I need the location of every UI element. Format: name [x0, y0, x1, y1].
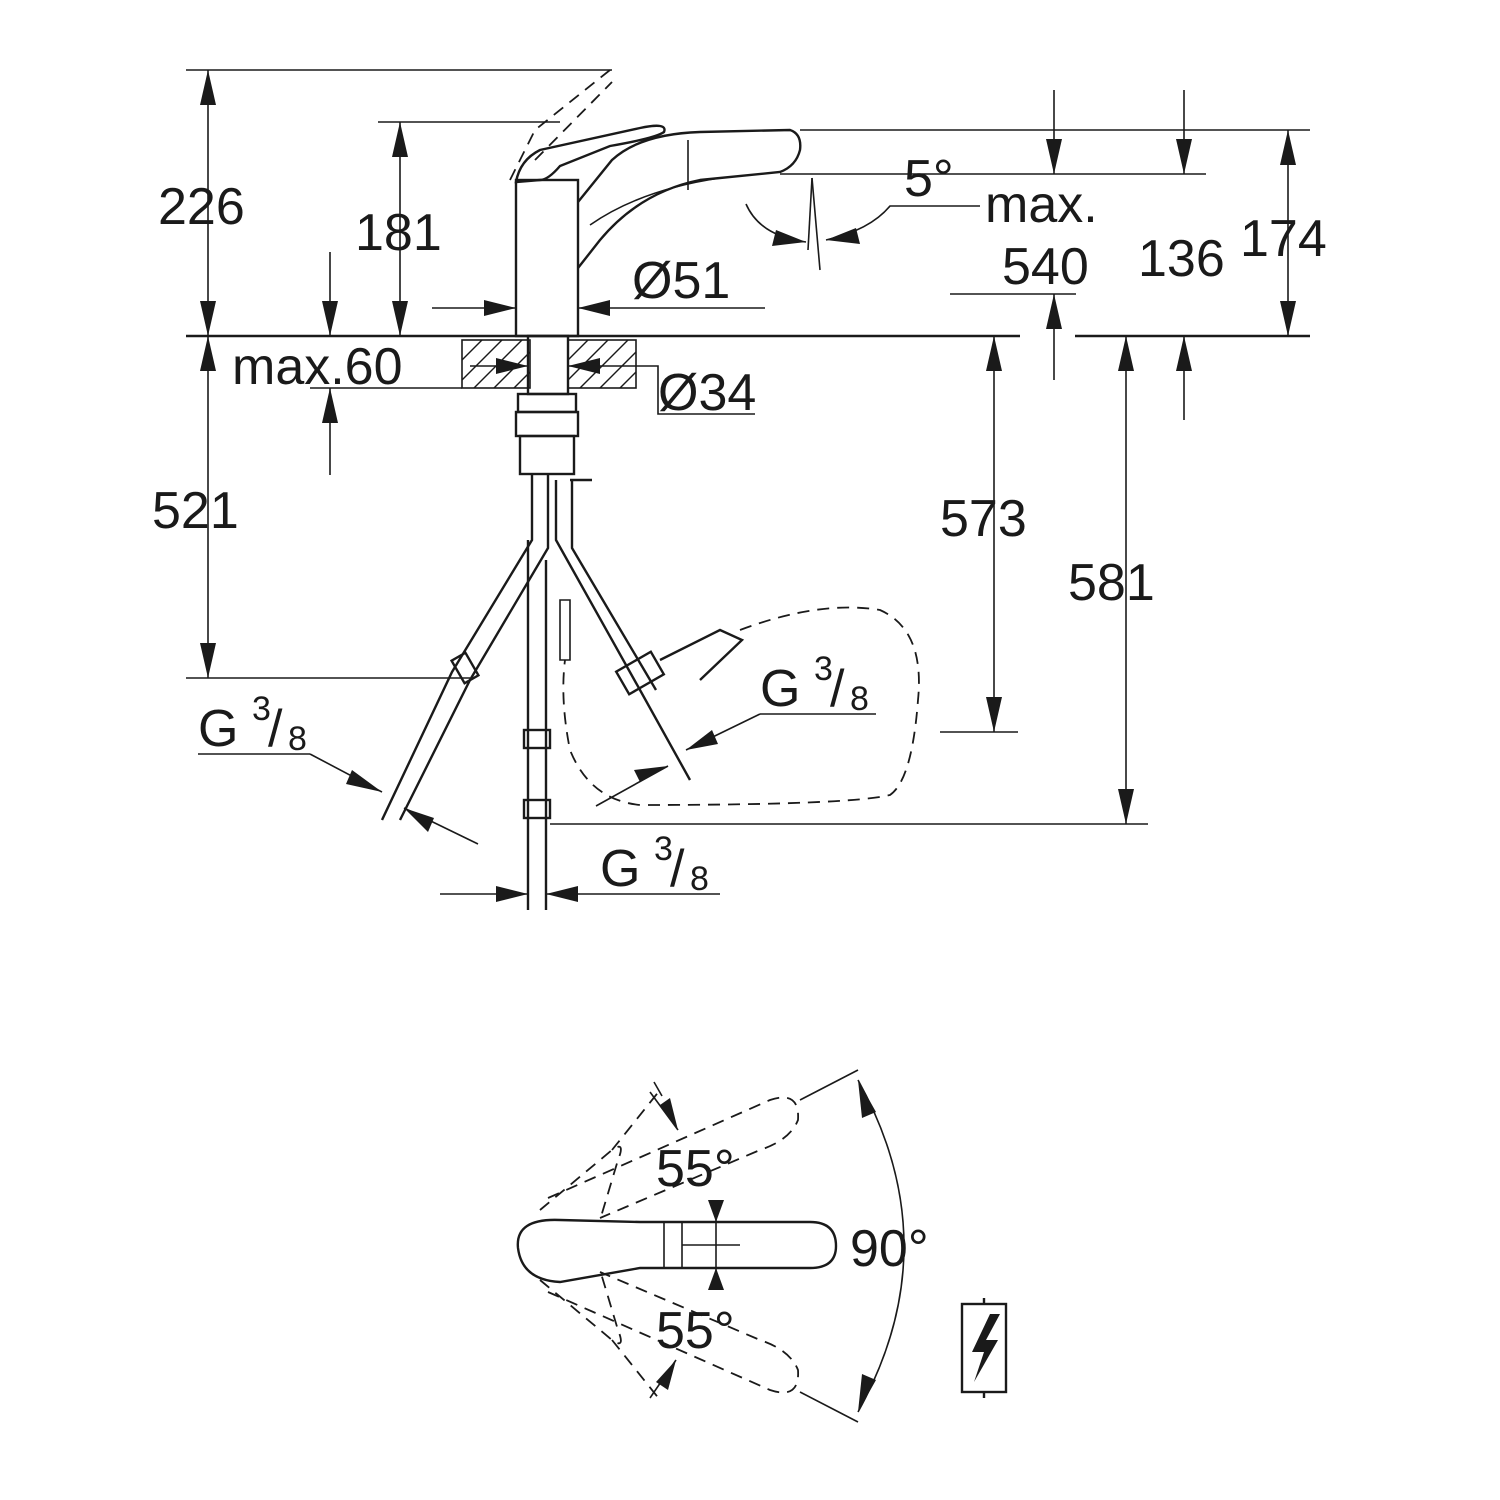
svg-text:3: 3: [252, 690, 271, 728]
dim-573: 573: [940, 490, 1027, 548]
dim-540: 540: [1002, 238, 1089, 296]
electric-warning-icon: [960, 1298, 1008, 1398]
dim-spout-angle: 5°: [904, 150, 954, 208]
hoses: [380, 474, 745, 910]
angle-55-upper: 55°: [656, 1140, 735, 1198]
dim-max-label: max.: [985, 176, 1098, 234]
lever-rotation-view: [516, 1069, 905, 1423]
faucet-body: [509, 69, 802, 482]
svg-text:8: 8: [288, 720, 307, 758]
dim-521: 521: [152, 482, 239, 540]
svg-text:8: 8: [850, 680, 869, 718]
pullout-range-outline: [562, 606, 920, 806]
svg-text:/: /: [268, 700, 283, 758]
svg-text:G: G: [760, 660, 800, 718]
thread-bottom: G 3 / 8: [440, 830, 720, 902]
countertop-section: [461, 339, 637, 389]
svg-text:3: 3: [654, 830, 673, 868]
svg-text:G: G: [600, 840, 640, 898]
dim-174: 174: [1240, 210, 1327, 268]
dim-181: 181: [355, 204, 442, 262]
thread-right: G 3 / 8: [595, 650, 876, 807]
svg-text:/: /: [830, 660, 845, 718]
angle-55-lower: 55°: [656, 1302, 735, 1360]
dim-581: 581: [1068, 554, 1155, 612]
svg-text:G: G: [198, 700, 238, 758]
svg-text:8: 8: [690, 860, 709, 898]
thread-left: G 3 / 8: [198, 690, 479, 845]
svg-text:/: /: [670, 840, 685, 898]
svg-text:3: 3: [814, 650, 833, 688]
dim-226: 226: [158, 178, 245, 236]
angle-90: 90°: [850, 1220, 929, 1278]
dim-d34: Ø34: [658, 364, 756, 422]
dim-max60: max.60: [232, 338, 403, 396]
dim-136: 136: [1138, 230, 1225, 288]
dim-d51: Ø51: [632, 252, 730, 310]
